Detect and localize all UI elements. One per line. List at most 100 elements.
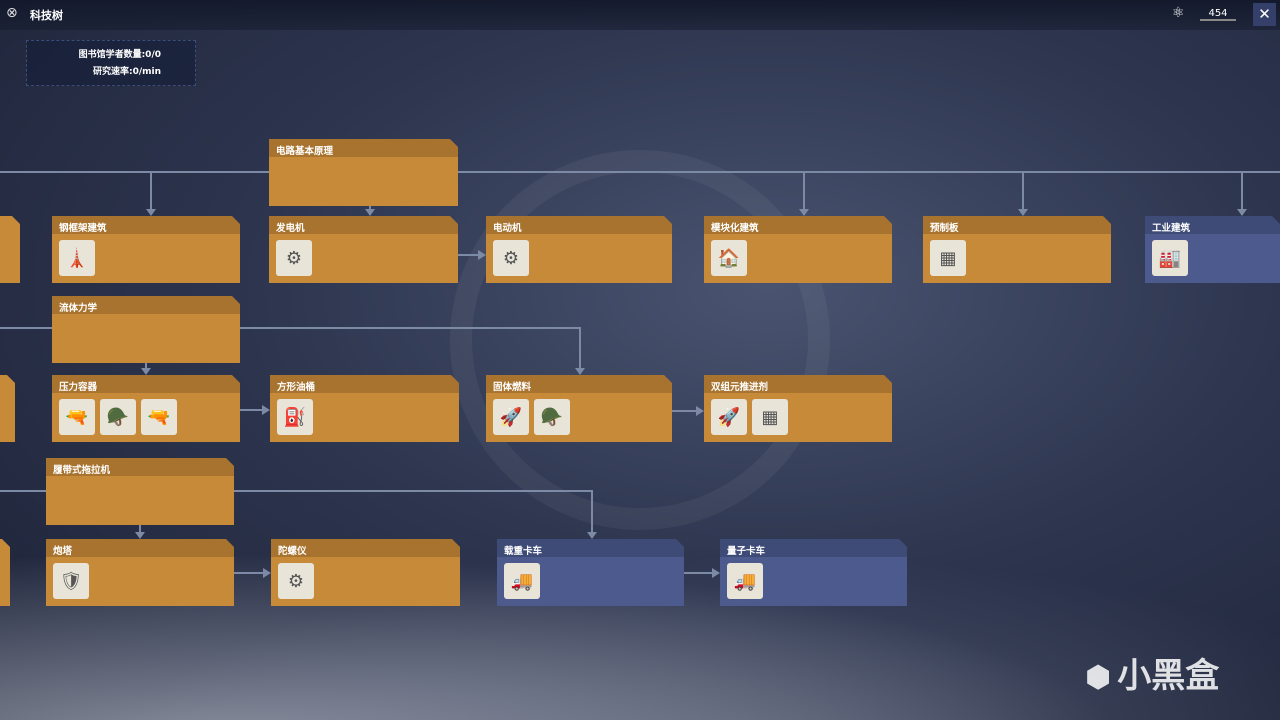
close-button[interactable]: ✕ — [1253, 3, 1276, 26]
unlock-icons: ⚙ — [269, 234, 458, 276]
unlock-icons: 🚀▦ — [704, 393, 892, 435]
tech-node-title: 压力容器 — [52, 375, 240, 393]
tech-node-title: 量子卡车 — [720, 539, 907, 557]
tech-node-n12[interactable]: 履带式拖拉机 — [46, 458, 234, 525]
tech-node-n15[interactable]: 载重卡车 🚚 — [497, 539, 684, 606]
tech-node-title: 电路基本原理 — [269, 139, 458, 157]
tech-node-n9[interactable]: 方形油桶 ⛽ — [270, 375, 459, 442]
tech-node-title: 固体燃料 — [486, 375, 672, 393]
tech-node-n5[interactable]: 预制板 ▦ — [923, 216, 1111, 283]
connector-line — [591, 490, 593, 534]
window-title: 科技树 — [30, 9, 63, 22]
top-bar: ⊗ 科技树 ⚛ 454 ✕ — [0, 0, 1280, 30]
tech-node-offscreen[interactable] — [0, 375, 15, 442]
unlock-item-icon[interactable]: ⛽ — [277, 399, 313, 435]
tech-node-title: 钢框架建筑 — [52, 216, 240, 234]
arrow-down-icon — [1018, 209, 1028, 216]
tech-node-n16[interactable]: 量子卡车 🚚 — [720, 539, 907, 606]
atom-icon: ⚛ — [1172, 5, 1185, 21]
unlock-item-icon[interactable]: 🗼 — [59, 240, 95, 276]
connector-line — [234, 572, 263, 574]
connector-line — [1022, 171, 1024, 211]
arrow-down-icon — [1237, 209, 1247, 216]
arrow-right-icon — [712, 568, 720, 578]
connector-line — [150, 171, 152, 211]
tech-node-title: 电动机 — [486, 216, 672, 234]
tech-node-n3[interactable]: 电动机 ⚙ — [486, 216, 672, 283]
connector-line — [579, 327, 581, 370]
unlock-item-icon[interactable]: 🚀 — [711, 399, 747, 435]
unlock-item-icon[interactable]: 🚚 — [504, 563, 540, 599]
unlock-item-icon[interactable]: 🚀 — [493, 399, 529, 435]
tech-node-title: 履带式拖拉机 — [46, 458, 234, 476]
connector-line — [458, 171, 1280, 173]
unlock-icons: 🔫🪖🔫 — [52, 393, 240, 435]
tech-node-n6[interactable]: 工业建筑🏭 — [1145, 216, 1280, 283]
arrow-down-icon — [575, 368, 585, 375]
unlock-item-icon[interactable]: 🏠 — [711, 240, 747, 276]
unlock-icons: ⚙ — [271, 557, 460, 599]
tech-node-title: 方形油桶 — [270, 375, 459, 393]
tech-node-n10[interactable]: 固体燃料🚀🪖 — [486, 375, 672, 442]
unlock-item-icon[interactable]: 🏭 — [1152, 240, 1188, 276]
unlock-item-icon[interactable]: 🔫 — [59, 399, 95, 435]
research-points: 454 — [1200, 8, 1236, 21]
tech-node-n8[interactable]: 压力容器🔫🪖🔫 — [52, 375, 240, 442]
tech-node-offscreen[interactable] — [0, 216, 20, 283]
arrow-right-icon — [478, 250, 486, 260]
background-emblem — [450, 150, 830, 530]
tech-node-title: 载重卡车 — [497, 539, 684, 557]
unlock-icons: ⚙ — [486, 234, 672, 276]
unlock-item-icon[interactable]: 🪖 — [100, 399, 136, 435]
research-stats-panel: 图书馆学者数量:0/0 研究速率:0/min — [26, 40, 196, 86]
connector-line — [139, 524, 141, 534]
unlock-icons — [269, 157, 458, 163]
scholar-count: 图书馆学者数量:0/0 — [78, 50, 161, 60]
arrow-down-icon — [587, 532, 597, 539]
tech-node-title: 模块化建筑 — [704, 216, 892, 234]
connector-line — [672, 410, 696, 412]
arrow-right-icon — [696, 406, 704, 416]
tech-node-title: 陀螺仪 — [271, 539, 460, 557]
unlock-item-icon[interactable]: ⚙ — [278, 563, 314, 599]
arrow-down-icon — [146, 209, 156, 216]
unlock-item-icon[interactable]: ▦ — [752, 399, 788, 435]
arrow-right-icon — [262, 405, 270, 415]
tech-node-title: 炮塔 — [46, 539, 234, 557]
unlock-item-icon[interactable]: 🔫 — [141, 399, 177, 435]
unlock-icons: 🏠 — [704, 234, 892, 276]
unlock-icons: 🚀🪖 — [486, 393, 672, 435]
unlock-icons: 🗼 — [52, 234, 240, 276]
tech-node-n13[interactable]: 炮塔 🛡 — [46, 539, 234, 606]
connector-line — [369, 206, 371, 211]
unlock-icons — [46, 476, 234, 482]
connector-line — [145, 363, 147, 370]
unlock-item-icon[interactable]: 🚚 — [727, 563, 763, 599]
tech-node-n7[interactable]: 流体力学 — [52, 296, 240, 363]
tech-node-n11[interactable]: 双组元推进剂🚀▦ — [704, 375, 892, 442]
unlock-item-icon[interactable]: 🪖 — [534, 399, 570, 435]
unlock-item-icon[interactable]: ⚙ — [493, 240, 529, 276]
unlock-item-icon[interactable]: ⚙ — [276, 240, 312, 276]
unlock-item-icon[interactable]: ▦ — [930, 240, 966, 276]
tech-node-title: 双组元推进剂 — [704, 375, 892, 393]
connector-line — [0, 327, 52, 329]
tech-node-offscreen[interactable] — [0, 539, 10, 606]
connector-line — [240, 409, 262, 411]
unlock-item-icon[interactable]: 🛡 — [53, 563, 89, 599]
tech-node-n2[interactable]: 发电机⚙ — [269, 216, 458, 283]
tech-node-n0[interactable]: 电路基本原理 — [269, 139, 458, 206]
unlock-icons: ▦ — [923, 234, 1111, 276]
research-rate: 研究速率:0/min — [92, 67, 161, 77]
tech-node-title: 预制板 — [923, 216, 1111, 234]
arrow-right-icon — [263, 568, 271, 578]
tech-node-n14[interactable]: 陀螺仪 ⚙ — [271, 539, 460, 606]
tech-node-n4[interactable]: 模块化建筑 🏠 — [704, 216, 892, 283]
unlock-icons: 🚚 — [497, 557, 684, 599]
unlock-icons: 🏭 — [1145, 234, 1280, 276]
connector-line — [234, 490, 592, 492]
unlock-icons: 🛡 — [46, 557, 234, 599]
tech-node-n1[interactable]: 钢框架建筑 🗼 — [52, 216, 240, 283]
unlock-icons: ⛽ — [270, 393, 459, 435]
connector-line — [684, 572, 712, 574]
